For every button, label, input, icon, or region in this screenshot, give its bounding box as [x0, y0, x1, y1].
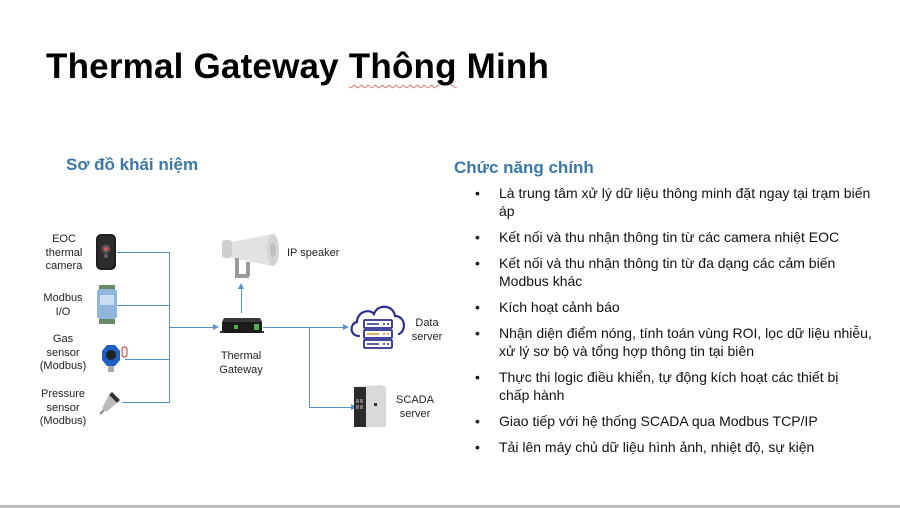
bullet-icon: •	[475, 185, 480, 201]
title-text-1: Thermal Gateway	[46, 47, 349, 86]
label-eoc-camera: EOC thermal camera	[45, 233, 83, 272]
connector-pressure	[122, 402, 170, 403]
functions-list: •Là trung tâm xử lý dữ liệu thông minh đ…	[472, 184, 872, 464]
arrow-to-gateway-icon	[213, 324, 219, 330]
bullet-icon: •	[475, 325, 480, 341]
connector-gas	[125, 359, 170, 360]
connector-to-scada	[309, 407, 351, 408]
label-scada-server: SCADA server	[396, 394, 434, 420]
ip-speaker-icon	[222, 234, 284, 285]
connector-scada-vertical	[309, 327, 310, 407]
arrow-to-data-server-icon	[343, 324, 349, 330]
data-server-cloud-icon	[347, 300, 409, 355]
diagram-heading: Sơ đồ khái niệm	[66, 155, 199, 174]
list-item: •Tải lên máy chủ dữ liệu hình ảnh, nhiệt…	[475, 439, 815, 455]
gas-sensor-icon	[97, 343, 131, 378]
bullet-icon: •	[475, 229, 480, 245]
bullet-icon: •	[475, 299, 480, 315]
bullet-icon: •	[475, 413, 480, 429]
slide-title: Thermal Gateway Thông Minh	[46, 47, 549, 87]
connector-from-gateway	[263, 327, 343, 328]
bullet-icon: •	[475, 439, 480, 455]
bullet-icon: •	[475, 369, 480, 385]
scada-server-tower-icon	[352, 383, 388, 434]
arrow-to-speaker-icon	[238, 283, 244, 289]
list-item: •Kết nối và thu nhận thông tin từ các ca…	[475, 229, 840, 245]
connector-to-speaker	[241, 288, 242, 313]
label-ip-speaker: IP speaker	[287, 247, 340, 259]
slide-bottom-border	[0, 505, 900, 508]
modbus-io-module-icon	[96, 285, 118, 330]
label-thermal-gateway: Thermal Gateway	[219, 350, 263, 376]
label-modbus-io: Modbus I/O	[43, 292, 83, 318]
list-item: •Giao tiếp với hệ thống SCADA qua Modbus…	[475, 413, 818, 429]
title-text-2-spellcheck: Thông	[348, 47, 457, 86]
functions-heading: Chức năng chính	[454, 158, 594, 177]
label-gas-sensor: Gas sensor (Modbus)	[39, 333, 87, 372]
connector-to-gateway	[169, 327, 214, 328]
list-item: •Nhận diện điểm nóng, tính toán vùng ROI…	[475, 325, 872, 359]
list-item: •Kích hoạt cảnh báo	[475, 299, 620, 315]
thermal-gateway-device-icon	[220, 314, 264, 341]
label-data-server: Data server	[411, 317, 443, 343]
connector-camera	[117, 252, 170, 253]
title-text-3: Minh	[456, 47, 550, 86]
list-item: •Kết nối và thu nhận thông tin từ đa dạn…	[475, 255, 836, 289]
list-item: •Là trung tâm xử lý dữ liệu thông minh đ…	[475, 185, 871, 219]
connector-modbus-io	[117, 305, 170, 306]
thermal-camera-icon	[95, 233, 117, 276]
label-pressure-sensor: Pressure sensor (Modbus)	[39, 388, 87, 427]
bullet-icon: •	[475, 255, 480, 271]
pressure-sensor-icon	[98, 390, 124, 421]
list-item: •Thực thi logic điều khiển, tự động kích…	[475, 369, 839, 403]
